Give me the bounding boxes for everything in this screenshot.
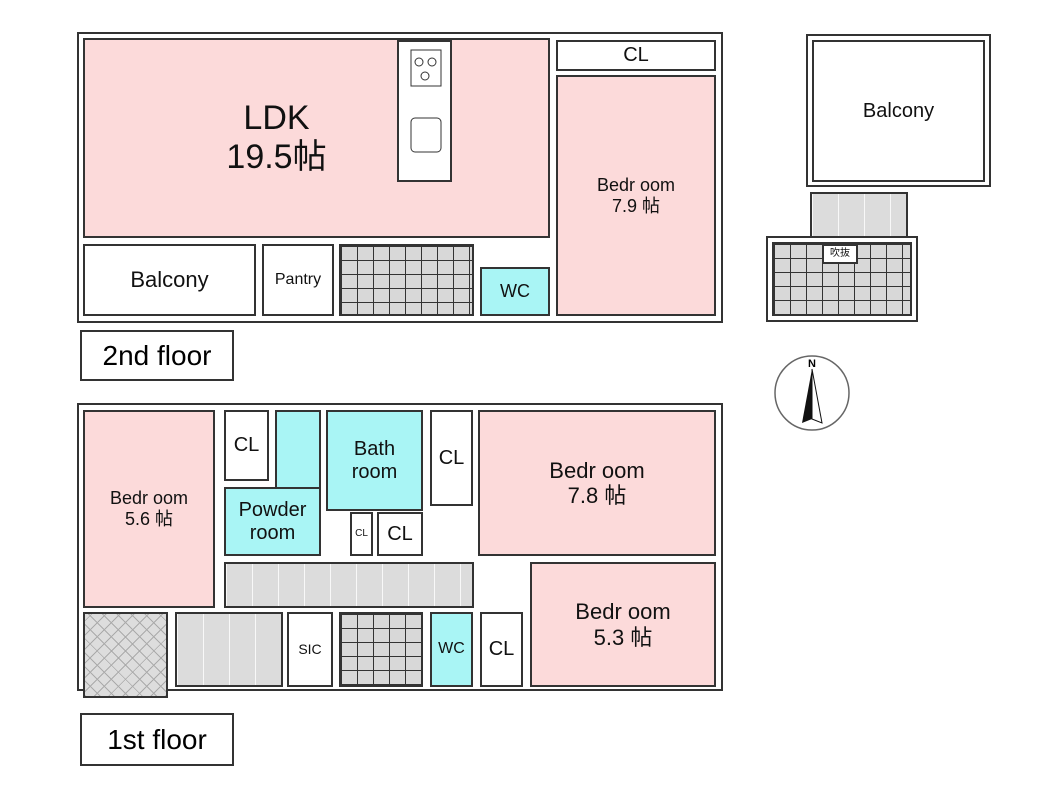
- void-label: 吹抜: [822, 244, 858, 264]
- shoe-in-closet: SIC: [287, 612, 333, 687]
- entrance-hall: [175, 612, 283, 687]
- bedroom-right-top-size: 7.8 帖: [567, 483, 627, 508]
- ldk-name: LDK: [243, 98, 310, 137]
- powder-room-upper: [275, 410, 321, 492]
- bedroom-right-bottom: Bedr oom 5.3 帖: [530, 562, 716, 687]
- balcony-right: Balcony: [812, 40, 985, 182]
- ldk-size: 19.5帖: [226, 138, 327, 176]
- staircase-2f[interactable]: [339, 244, 474, 316]
- ldk-room: LDK 19.5帖: [83, 38, 550, 238]
- floor-label-1f: 1st floor: [80, 713, 234, 766]
- entrance: [83, 612, 168, 698]
- bedroom-left-size: 5.6 帖: [124, 509, 174, 529]
- bedroom-2f-size: 7.9 帖: [611, 195, 661, 216]
- wc-2f: WC: [480, 267, 550, 316]
- bath-room-line2: room: [351, 460, 398, 483]
- bedroom-2f-name: Bedr oom: [596, 174, 676, 195]
- pantry: Pantry: [262, 244, 334, 316]
- floor-label-2f: 2nd floor: [80, 330, 234, 381]
- closet-2: CL: [430, 410, 473, 506]
- bedroom-left-1f: Bedr oom 5.6 帖: [83, 410, 215, 608]
- closet-top: CL: [556, 40, 716, 71]
- bath-room-line1: Bath: [353, 437, 396, 460]
- compass-north: N: [808, 358, 816, 370]
- closet-small: CL: [350, 512, 373, 556]
- staircase-1f[interactable]: [339, 612, 423, 687]
- bedroom-right-top-name: Bedr oom: [549, 457, 645, 483]
- bath-room: Bath room: [326, 410, 423, 511]
- balcony-2f: Balcony: [83, 244, 256, 316]
- closet-3: CL: [377, 512, 423, 556]
- bedroom-right-bottom-name: Bedr oom: [575, 599, 671, 625]
- bedroom-right-top: Bedr oom 7.8 帖: [478, 410, 716, 556]
- stove-and-sink-icon: [410, 49, 441, 153]
- hallway: [224, 562, 474, 608]
- closet-4: CL: [480, 612, 523, 687]
- powder-room-line2: room: [249, 521, 296, 544]
- bedroom-left-name: Bedr oom: [109, 488, 189, 509]
- wc-1f: WC: [430, 612, 473, 687]
- closet-1: CL: [224, 410, 269, 481]
- bedroom-2f: Bedr oom 7.9 帖: [556, 75, 716, 316]
- bedroom-right-bottom-size: 5.3 帖: [593, 624, 653, 650]
- void-floor: [810, 192, 908, 240]
- powder-room: Powder room: [224, 487, 321, 556]
- void-stairs: [772, 242, 912, 316]
- kitchen-counter: [397, 40, 452, 182]
- north-compass-icon: N: [774, 355, 850, 431]
- powder-room-line1: Powder: [238, 498, 307, 521]
